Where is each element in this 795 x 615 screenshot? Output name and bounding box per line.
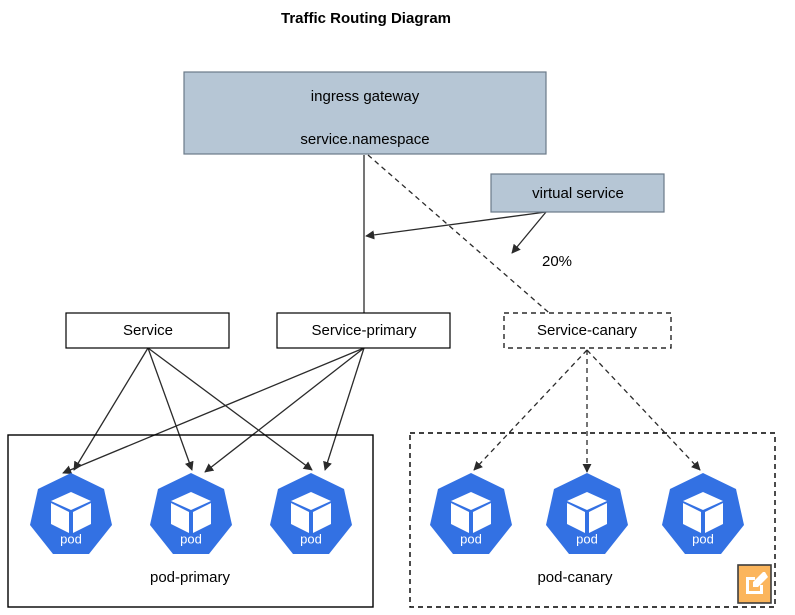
pod-primary-group[interactable]: pod-primary — [7, 434, 374, 608]
pod-primary-1[interactable]: pod — [30, 473, 112, 554]
edge-ingress-to-service-canary — [367, 154, 587, 346]
node-ingress-gateway[interactable]: ingress gateway service.namespace — [183, 71, 547, 155]
node-service-primary[interactable]: Service-primary — [276, 312, 451, 349]
service-label: Service — [123, 322, 173, 339]
node-service[interactable]: Service — [65, 312, 230, 349]
pod-primary-group-border — [7, 434, 374, 608]
kubernetes-pod-icon — [430, 473, 512, 554]
edge-label-canary-weight: 20% — [542, 253, 572, 270]
kubernetes-pod-icon — [30, 473, 112, 554]
service-canary-box — [503, 312, 672, 349]
cube-icon — [51, 492, 91, 533]
node-virtual-service[interactable]: virtual service — [490, 173, 665, 213]
pod-primary-3[interactable]: pod — [270, 473, 352, 554]
cube-icon — [451, 492, 491, 533]
pod-canary-3[interactable]: pod — [662, 473, 744, 554]
service-box — [65, 312, 230, 349]
cube-icon — [291, 492, 331, 533]
pod-label: pod — [300, 531, 322, 546]
edge-service-primary-to-pod-1 — [62, 347, 365, 475]
edit-button[interactable] — [737, 564, 772, 604]
pod-label: pod — [692, 531, 714, 546]
kubernetes-pod-icon — [150, 473, 232, 554]
edge-virtualservice-to-primary-route — [365, 211, 547, 240]
pod-primary-2[interactable]: pod — [150, 473, 232, 554]
pod-primary-group-label: pod-primary — [150, 569, 231, 586]
edge-service-canary-to-pod-3 — [586, 349, 701, 471]
pod-label: pod — [60, 531, 82, 546]
pod-label: pod — [576, 531, 598, 546]
ingress-gateway-line1: ingress gateway — [311, 88, 420, 105]
pod-canary-group-border — [409, 432, 776, 608]
ingress-gateway-line2: service.namespace — [300, 131, 429, 148]
page-title: Traffic Routing Diagram — [281, 10, 451, 27]
edge-service-primary-to-pod-2 — [204, 347, 365, 473]
kubernetes-pod-icon — [546, 473, 628, 554]
edge-service-to-pod-1 — [73, 347, 149, 471]
cube-icon — [567, 492, 607, 533]
edge-service-to-pod-2 — [147, 347, 194, 471]
edge-service-primary-to-pod-3 — [323, 347, 365, 471]
node-service-canary[interactable]: Service-canary — [503, 312, 672, 349]
kubernetes-pod-icon — [662, 473, 744, 554]
edge-service-canary-to-pod-1 — [473, 349, 588, 471]
pod-canary-2[interactable]: pod — [546, 473, 628, 554]
pod-canary-group-label: pod-canary — [537, 569, 613, 586]
virtual-service-label: virtual service — [532, 185, 624, 202]
edge-layer: 20% — [62, 154, 701, 475]
pod-canary-1[interactable]: pod — [430, 473, 512, 554]
cube-icon — [683, 492, 723, 533]
kubernetes-pod-icon — [270, 473, 352, 554]
edit-pencil-square-icon — [746, 572, 768, 594]
service-primary-box — [276, 312, 451, 349]
cube-icon — [171, 492, 211, 533]
virtual-service-box — [490, 173, 665, 213]
ingress-gateway-box — [183, 71, 547, 155]
service-primary-label: Service-primary — [311, 322, 417, 339]
edge-service-to-pod-3 — [147, 347, 313, 471]
pod-label: pod — [180, 531, 202, 546]
pod-label: pod — [460, 531, 482, 546]
pod-canary-group[interactable]: pod-canary — [409, 432, 776, 608]
edge-virtualservice-to-canary-route — [511, 211, 547, 254]
service-canary-label: Service-canary — [537, 322, 638, 339]
